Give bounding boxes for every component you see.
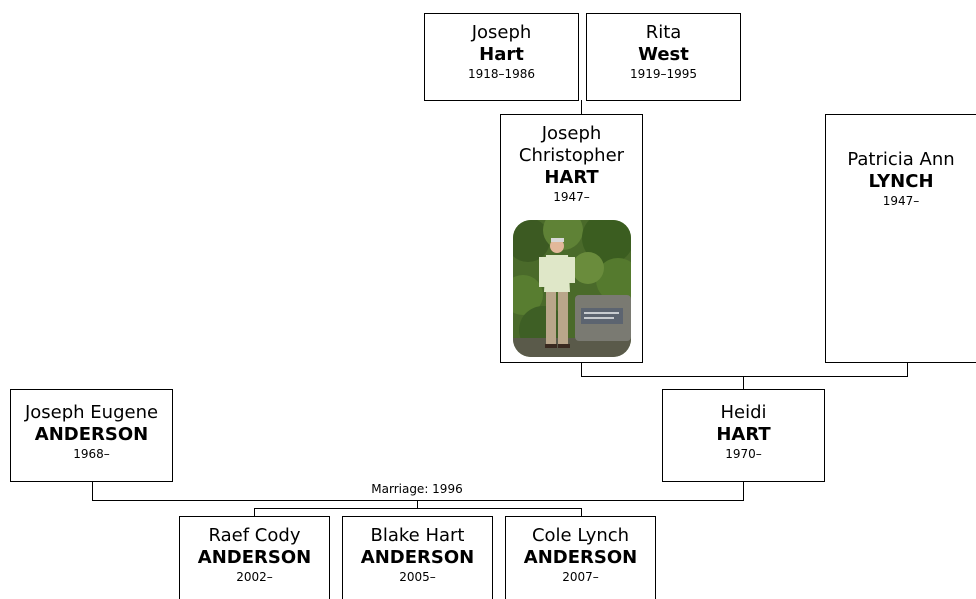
- person-box-raef-anderson[interactable]: Raef Cody ANDERSON 2002–: [179, 516, 330, 599]
- connector-marriage-to-children: [417, 500, 418, 509]
- connector-raef-up: [254, 508, 255, 517]
- person-photo: [513, 220, 631, 357]
- given-name: Joseph: [541, 123, 602, 144]
- surname: HART: [544, 167, 599, 188]
- life-dates: 1947–: [553, 190, 590, 204]
- surname: Hart: [479, 44, 524, 65]
- life-dates: 1970–: [725, 447, 762, 461]
- surname: ANDERSON: [523, 547, 638, 568]
- surname: West: [638, 44, 689, 65]
- connector-to-heidi: [743, 376, 744, 389]
- connector-patricia-down: [907, 362, 908, 377]
- connector-heidi-down: [743, 481, 744, 501]
- life-dates: 2007–: [562, 570, 599, 584]
- life-dates: 2002–: [236, 570, 273, 584]
- given-name: Rita: [645, 22, 682, 43]
- life-dates: 1947–: [882, 194, 920, 208]
- photo-illustration: [513, 220, 631, 357]
- given-name: Patricia Ann: [847, 149, 955, 170]
- middle-name: Christopher: [518, 145, 625, 166]
- connector-marriage-horizontal: [92, 500, 744, 501]
- person-box-rita-west[interactable]: Rita West 1919–1995: [586, 13, 741, 101]
- person-box-blake-anderson[interactable]: Blake Hart ANDERSON 2005–: [342, 516, 493, 599]
- person-box-joseph-anderson[interactable]: Joseph Eugene ANDERSON 1968–: [10, 389, 173, 482]
- given-name: Cole Lynch: [531, 525, 630, 546]
- surname: ANDERSON: [360, 547, 475, 568]
- connector-cole-up: [581, 508, 582, 517]
- marriage-label: Marriage: 1996: [352, 481, 482, 497]
- connector-grandparents-to-jc: [581, 100, 582, 115]
- connector-parents-horizontal: [581, 376, 908, 377]
- person-box-joseph-christopher-hart[interactable]: Joseph Christopher HART 1947–: [500, 114, 643, 363]
- given-name: Blake Hart: [370, 525, 465, 546]
- given-name: Heidi: [720, 402, 767, 423]
- person-box-patricia-lynch[interactable]: Patricia Ann LYNCH 1947–: [825, 114, 976, 363]
- person-box-joseph-hart[interactable]: Joseph Hart 1918–1986: [424, 13, 579, 101]
- connector-joseph-anderson-down: [92, 481, 93, 501]
- given-name: Joseph Eugene: [24, 402, 159, 423]
- surname: ANDERSON: [197, 547, 312, 568]
- life-dates: 2005–: [399, 570, 436, 584]
- life-dates: 1968–: [73, 447, 110, 461]
- person-box-cole-anderson[interactable]: Cole Lynch ANDERSON 2007–: [505, 516, 656, 599]
- given-name: Joseph: [471, 22, 532, 43]
- person-box-heidi-hart[interactable]: Heidi HART 1970–: [662, 389, 825, 482]
- life-dates: 1918–1986: [467, 67, 536, 81]
- surname: ANDERSON: [34, 424, 149, 445]
- life-dates: 1919–1995: [629, 67, 698, 81]
- given-name: Raef Cody: [208, 525, 301, 546]
- connector-jc-down: [581, 362, 582, 377]
- surname: HART: [716, 424, 771, 445]
- connector-children-horizontal: [254, 508, 581, 509]
- surname: LYNCH: [868, 171, 934, 192]
